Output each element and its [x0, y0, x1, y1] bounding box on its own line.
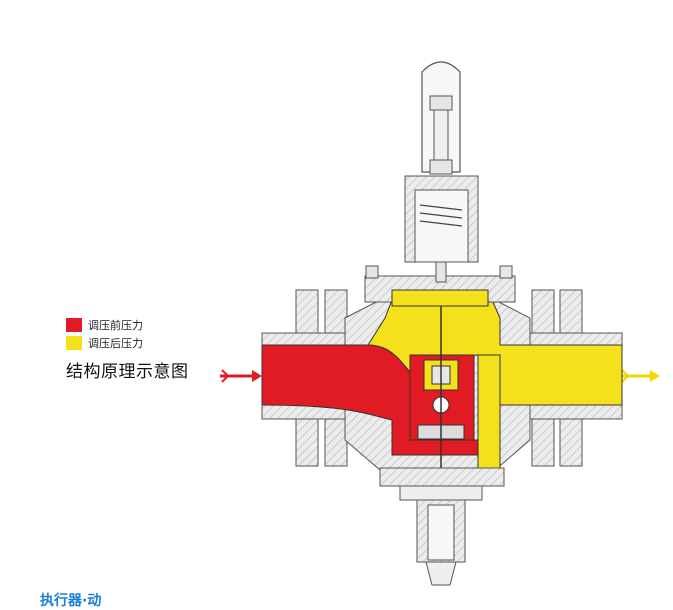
pilot-internals	[417, 300, 465, 470]
downstream-swatch	[66, 336, 82, 350]
adjusting-cap	[421, 61, 461, 175]
spring-housing	[404, 175, 479, 283]
pressure-legend: 调压前压力 调压后压力	[66, 316, 143, 352]
bottom-cover	[379, 467, 505, 586]
footer-heading: 执行器·动	[40, 593, 102, 609]
diagram-title: 结构原理示意图	[66, 362, 189, 382]
legend-item-downstream: 调压后压力	[66, 334, 143, 352]
downstream-pressure-zone	[367, 299, 623, 476]
outlet-arrow-icon	[620, 369, 660, 383]
legend-label-upstream: 调压前压力	[88, 319, 143, 332]
inlet-arrow-icon	[220, 369, 262, 383]
legend-item-upstream: 调压前压力	[66, 316, 143, 334]
legend-label-downstream: 调压后压力	[88, 337, 143, 350]
upstream-swatch	[66, 318, 82, 332]
